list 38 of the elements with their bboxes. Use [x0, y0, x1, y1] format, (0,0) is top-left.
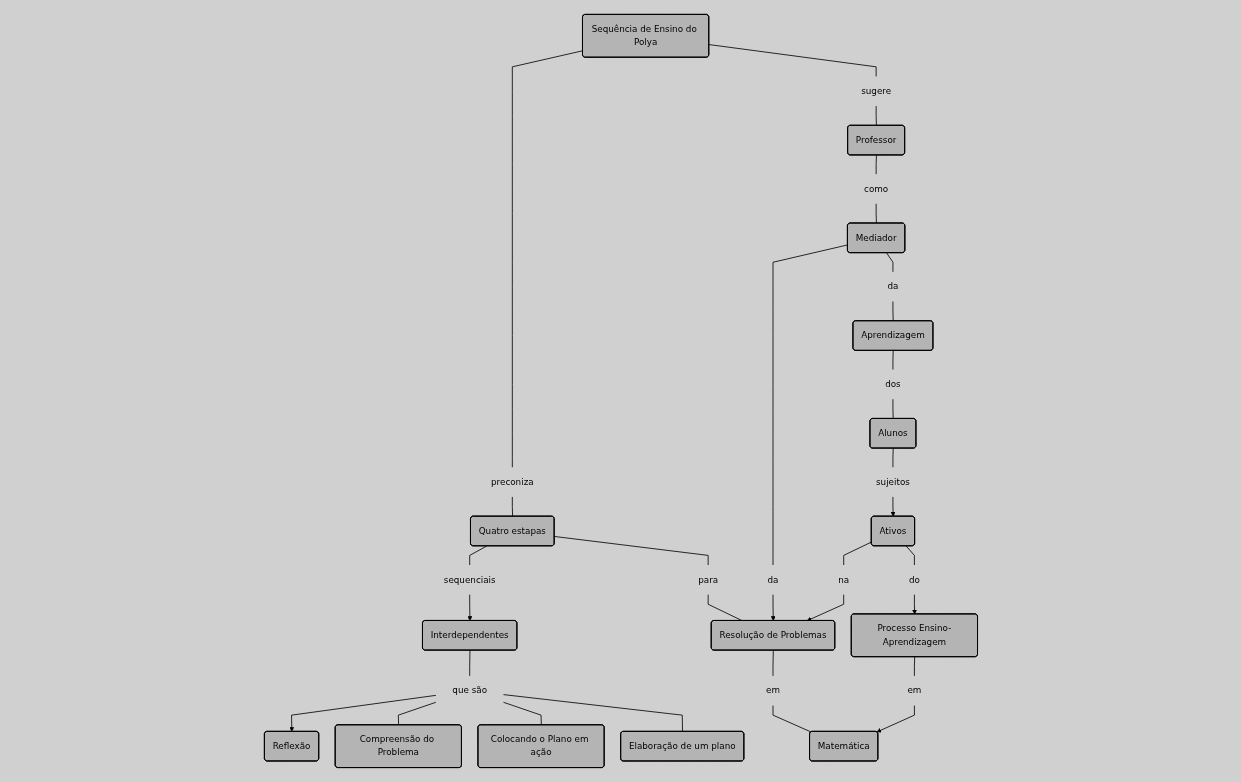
connector	[511, 50, 583, 468]
connector	[842, 541, 872, 566]
connector	[772, 244, 848, 566]
connector	[468, 545, 487, 566]
node-text: dos	[884, 378, 901, 390]
node-text: para	[697, 574, 718, 585]
node-text: preconiza	[490, 476, 534, 488]
connector	[772, 705, 812, 733]
connector	[707, 594, 743, 622]
connector	[502, 701, 542, 726]
connector	[397, 701, 436, 726]
connector	[875, 105, 877, 126]
connector	[892, 301, 894, 322]
connector	[885, 252, 893, 273]
connector	[502, 694, 683, 733]
node-text: como	[863, 183, 888, 194]
connector	[913, 656, 915, 677]
connector	[892, 350, 894, 370]
node-text: que são	[451, 685, 487, 696]
connector	[892, 447, 894, 468]
connector	[875, 154, 877, 175]
node-text: do	[908, 574, 920, 585]
node-text: sugere	[860, 85, 891, 97]
connector	[511, 496, 513, 517]
node-text: em	[906, 685, 921, 696]
connector	[892, 398, 894, 420]
connector	[772, 650, 774, 677]
connector	[468, 650, 470, 677]
node-text: da	[886, 281, 898, 292]
node-text: sujeitos	[875, 476, 910, 488]
node-text: na	[837, 574, 849, 585]
node-text: da	[767, 574, 779, 585]
connector	[905, 545, 915, 566]
connector	[708, 44, 877, 77]
connector	[553, 536, 709, 566]
connector	[875, 203, 877, 224]
node-text: sequenciais	[443, 574, 496, 585]
node-text: em	[765, 685, 780, 696]
